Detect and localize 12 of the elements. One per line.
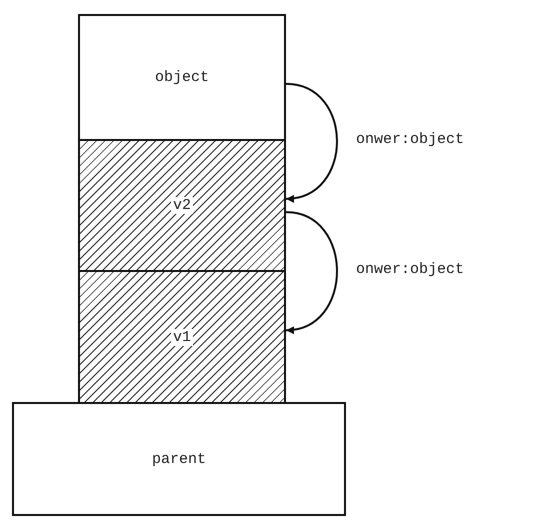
box-label: v2 — [170, 197, 193, 214]
stack-box — [78, 14, 286, 141]
curved-arrow — [286, 82, 338, 202]
box-label: v1 — [170, 328, 193, 346]
edge-label: onwer:object — [356, 261, 464, 278]
edge-label: onwer:object — [356, 131, 464, 148]
curved-arrow — [286, 211, 338, 334]
stack-box — [12, 402, 346, 516]
box-label: parent — [150, 450, 207, 468]
box-label: object — [154, 69, 210, 86]
hatched-box — [78, 139, 286, 272]
hatched-box — [78, 270, 286, 404]
